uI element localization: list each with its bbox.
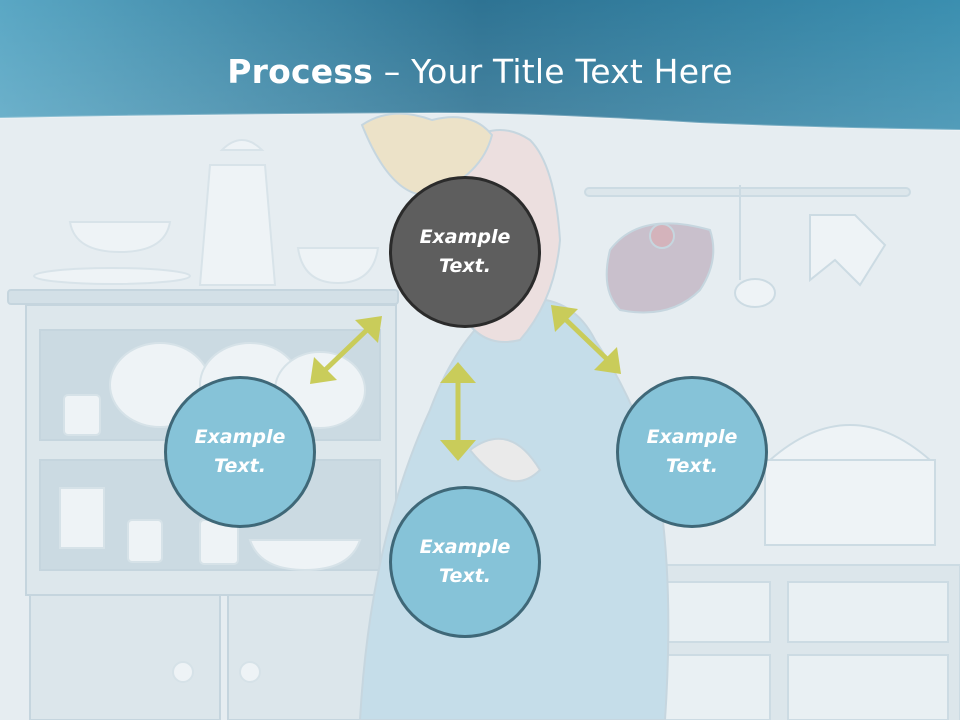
process-node-right[interactable]: Example Text. [616, 376, 768, 528]
process-node-bottom-label: Example Text. [419, 536, 511, 587]
process-node-top[interactable]: Example Text. [389, 176, 541, 328]
slide-title: Process – Your Title Text Here [0, 52, 960, 91]
slide-title-bold: Process [227, 52, 374, 91]
process-node-right-label: Example Text. [646, 426, 738, 477]
process-node-bottom[interactable]: Example Text. [389, 486, 541, 638]
process-node-left[interactable]: Example Text. [164, 376, 316, 528]
process-node-left-label: Example Text. [194, 426, 286, 477]
process-node-top-label: Example Text. [419, 226, 511, 277]
slide-title-rest: – Your Title Text Here [373, 52, 733, 91]
